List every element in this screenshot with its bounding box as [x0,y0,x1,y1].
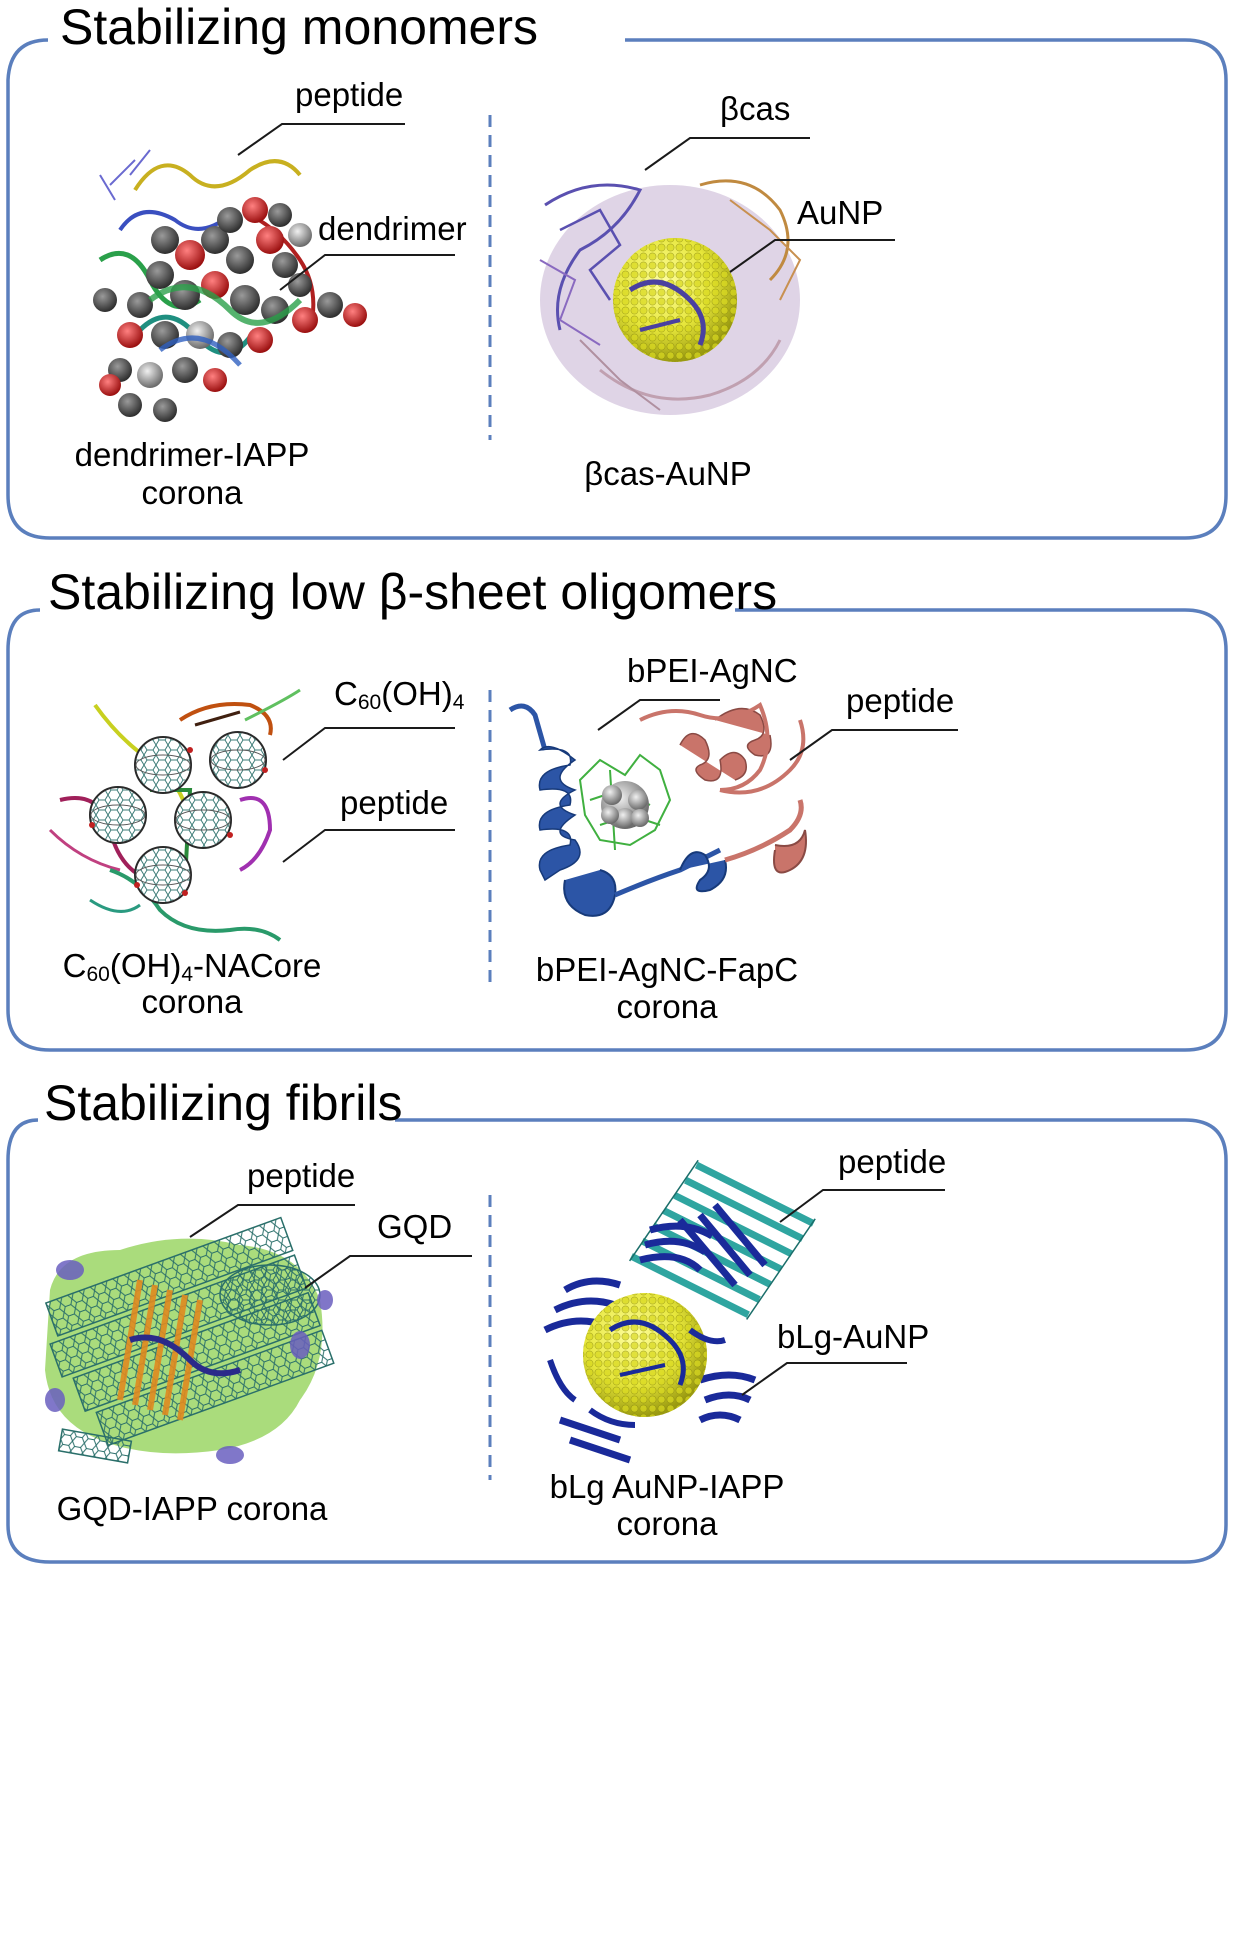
c60-nacore-illustration [50,690,300,940]
label-gqd: GQD [377,1208,452,1245]
leader-line [283,830,455,862]
bpei-agnc-fapc-illustration [510,705,806,916]
leader-line [645,138,810,170]
leader-line [283,728,455,760]
label-peptide: peptide [846,682,954,719]
panel-monomers: Stabilizing monomers [8,0,1226,538]
label-bpei-agnc: bPEI-AgNC [627,652,798,689]
caption-line-1: βcas-AuNP [584,455,752,492]
caption-line-2: corona [617,988,719,1025]
panel-title: Stabilizing monomers [60,0,538,55]
label-c60oh4: C60(OH)4 [334,675,465,714]
panel-title: Stabilizing fibrils [44,1075,402,1131]
label-peptide: peptide [247,1157,355,1194]
caption-line-1: bPEI-AgNC-FapC [536,951,798,988]
label-peptide: peptide [838,1143,946,1180]
leader-line [790,730,958,760]
gqd-iapp-illustration [36,1218,333,1464]
caption-line-1: dendrimer-IAPP [75,436,310,473]
label-dendrimer: dendrimer [318,210,467,247]
leader-line [742,1363,907,1395]
label-peptide: peptide [295,76,403,113]
label-bcas: βcas [720,90,790,127]
caption-line-2: corona [617,1505,719,1542]
label-aunp: AuNP [797,194,883,231]
caption-line-1: C60(OH)4-NACore [63,947,322,986]
panel-oligomers: Stabilizing low β-sheet oligomers [8,564,1226,1050]
label-blg-aunp: bLg-AuNP [777,1318,929,1355]
blg-aunp-iapp-illustration [545,1150,820,1460]
bcas-aunp-illustration [540,181,800,415]
dendrimer-iapp-illustration [93,150,367,422]
leader-line [238,124,405,155]
caption-line-1: GQD-IAPP corona [57,1490,328,1527]
caption-line-1: bLg AuNP-IAPP [550,1468,785,1505]
caption-line-2: corona [142,474,244,511]
panel-title: Stabilizing low β-sheet oligomers [48,564,777,620]
label-peptide: peptide [340,784,448,821]
caption-line-2: corona [142,983,244,1020]
leader-line [305,1256,472,1288]
panel-fibrils: Stabilizing fibrils [8,1075,1226,1562]
